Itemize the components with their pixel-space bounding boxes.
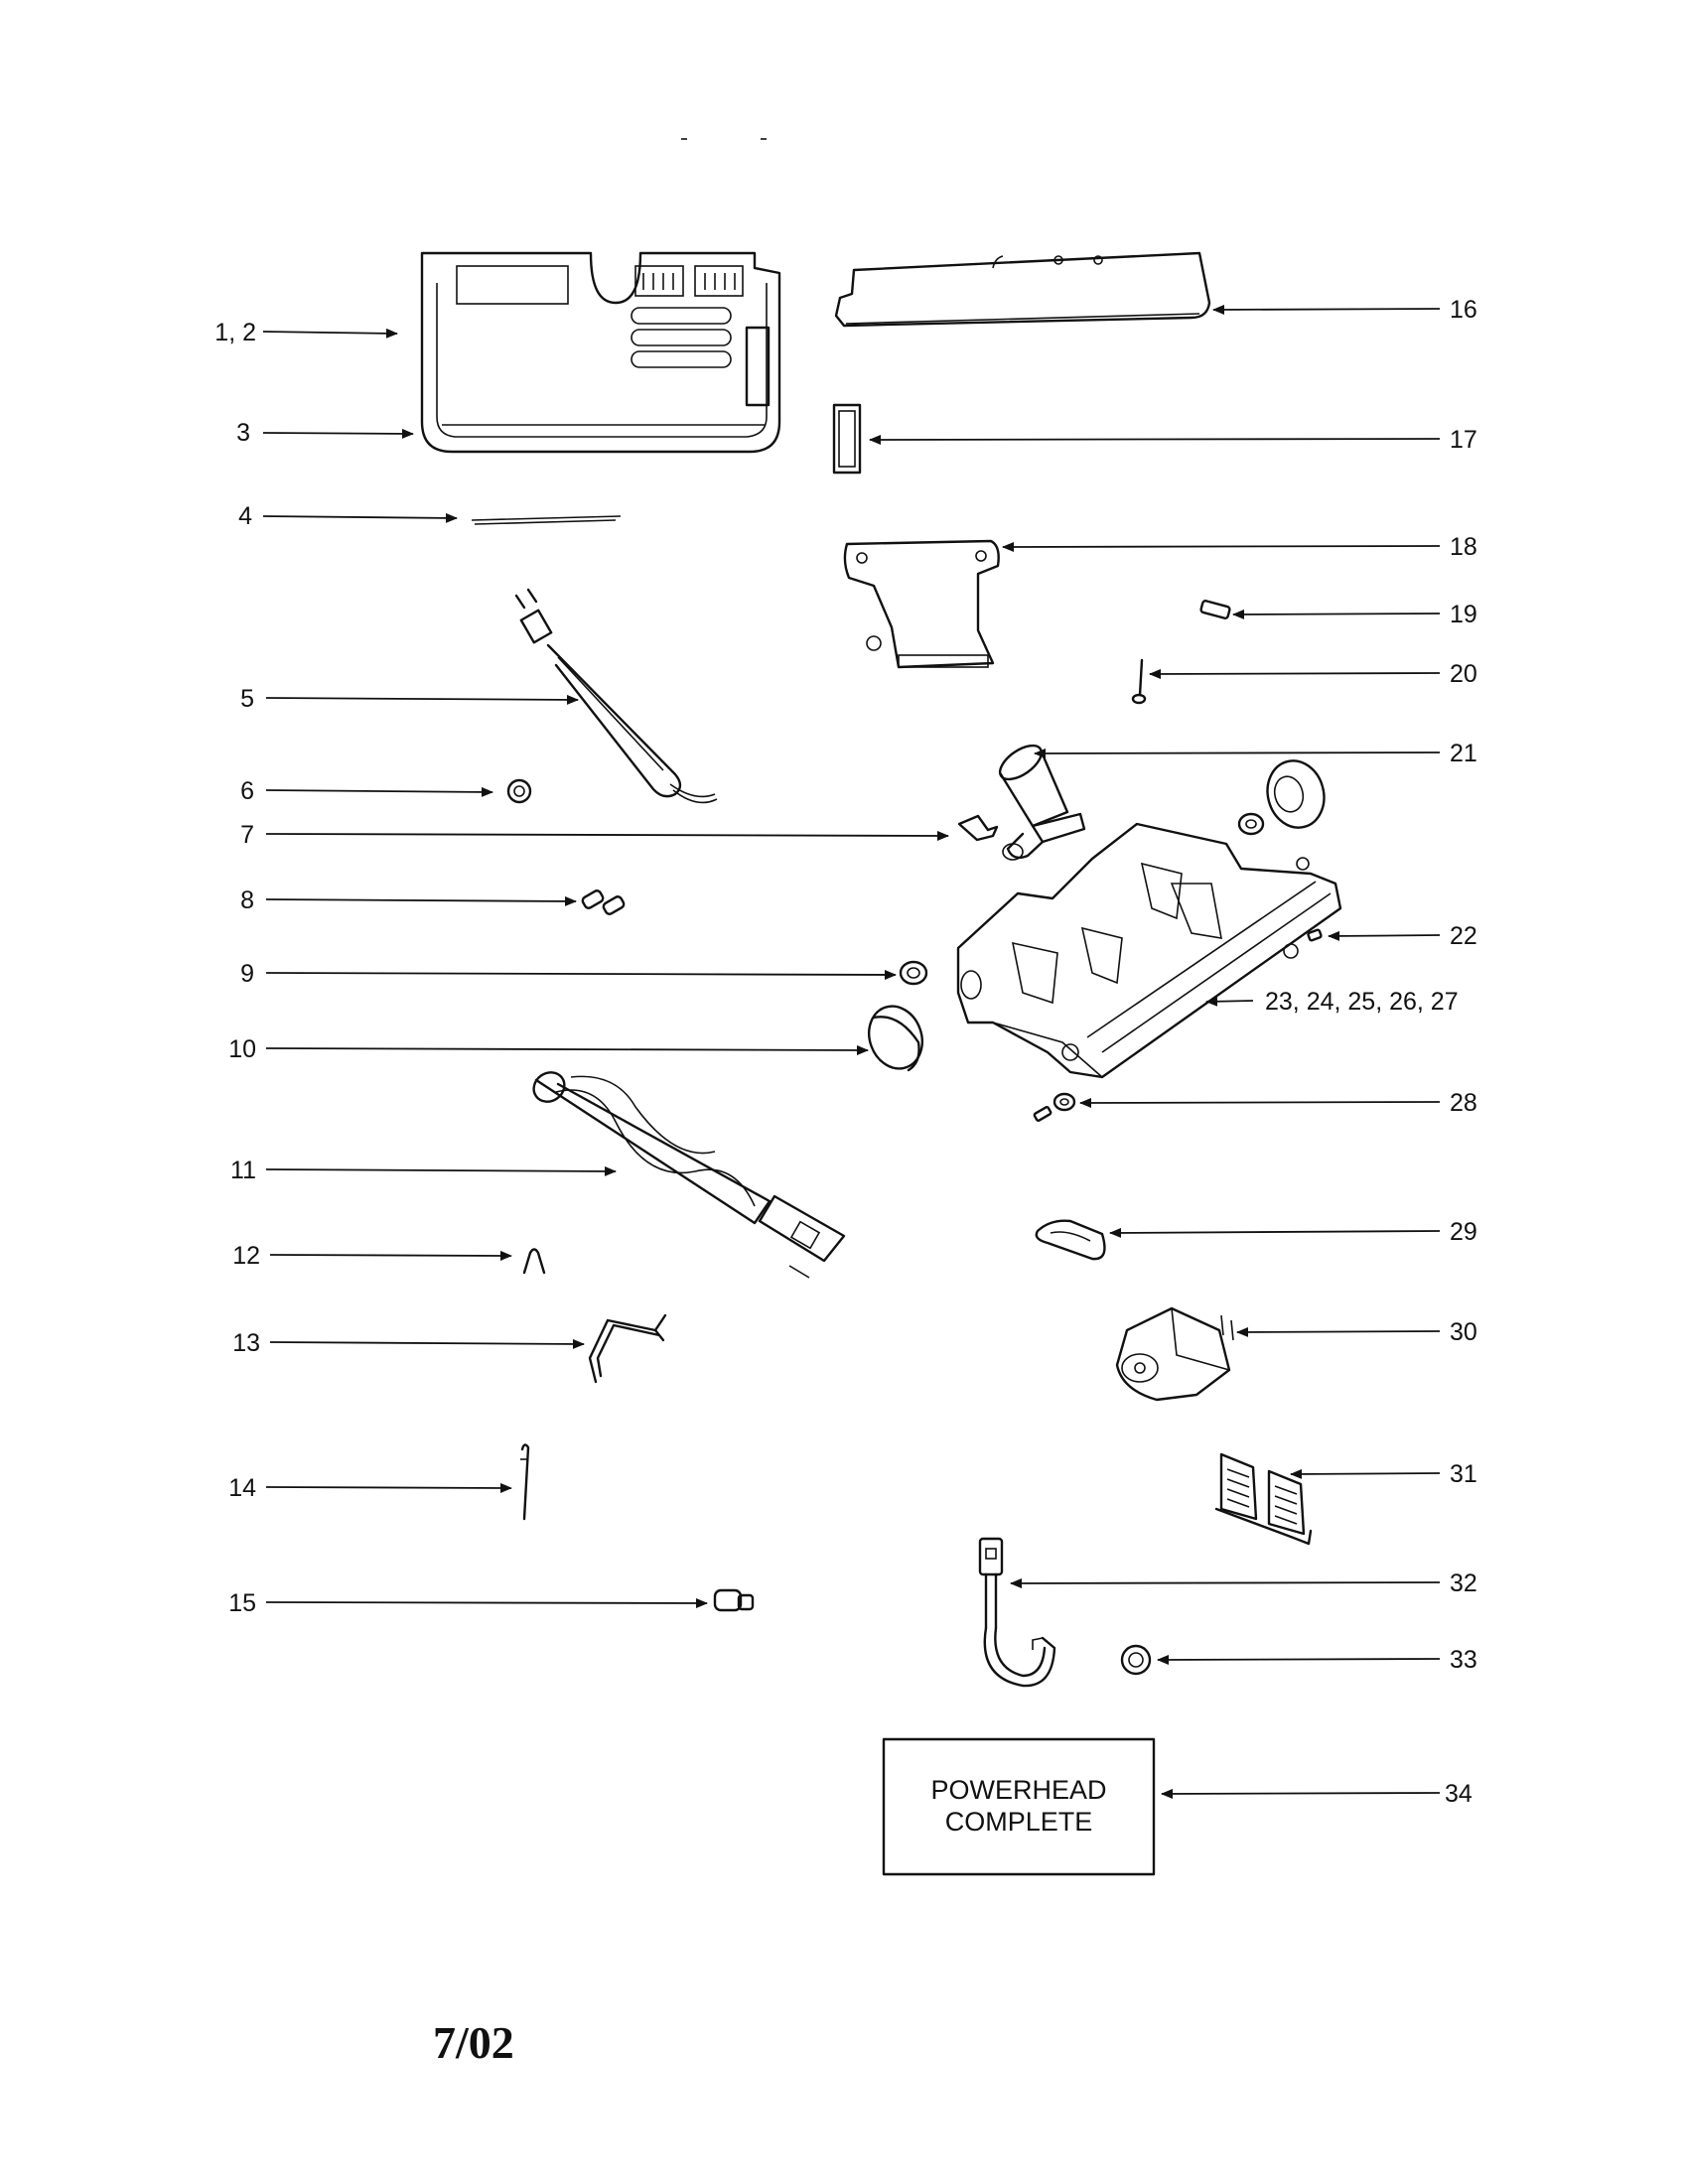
bearing-part-drawing [713, 1588, 755, 1612]
cord-part-drawing [514, 588, 718, 804]
neck-part-drawing [998, 744, 1086, 861]
callout-c28: 28 [1450, 1089, 1477, 1117]
leader-line-c4 [262, 512, 458, 523]
callout-c18: 18 [1450, 533, 1477, 561]
callout-c15: 15 [228, 1589, 256, 1617]
leader-lines [262, 328, 949, 1608]
callout-c29: 29 [1450, 1218, 1477, 1246]
nub-part-drawing [1307, 928, 1323, 942]
leader-line-c21 [1034, 748, 1441, 758]
powerhead-complete-box: POWERHEAD COMPLETE [882, 1737, 1156, 1876]
panel-part-drawing [843, 539, 1000, 669]
callout-c17: 17 [1450, 426, 1477, 454]
filter-part-drawing [1214, 1452, 1313, 1546]
leader-line-c3 [262, 428, 414, 439]
callout-c9: 9 [240, 960, 254, 988]
callout-c30: 30 [1450, 1318, 1477, 1346]
clip-part-drawing [957, 814, 999, 842]
nut-part-drawing [506, 778, 532, 804]
pin-part-drawing [520, 1443, 530, 1521]
leader-line-c1 [262, 328, 398, 339]
top-cover-part-drawing [834, 251, 1211, 328]
nut-screw-part-drawing [1033, 1092, 1076, 1122]
callout-c20: 20 [1450, 660, 1477, 688]
leader-line-c31 [1290, 1468, 1441, 1479]
callout-c31: 31 [1450, 1460, 1477, 1488]
lens-part-drawing [832, 403, 862, 475]
leader-line-c22 [1328, 930, 1441, 941]
motor-part-drawing [1115, 1306, 1234, 1402]
date-code: 7/02 [433, 2017, 514, 2068]
callout-c33: 33 [1450, 1646, 1477, 1674]
callout-c11: 11 [230, 1157, 256, 1184]
leader-line-c29 [1109, 1227, 1441, 1238]
base-housing-part-drawing [956, 822, 1342, 1079]
powerhead-complete-line1: POWERHEAD [930, 1775, 1106, 1805]
callout-c7: 7 [240, 821, 254, 849]
callout-c13: 13 [232, 1329, 260, 1357]
leader-line-c23 [1205, 996, 1254, 1007]
leader-line-c8 [265, 895, 577, 906]
leader-line-c20 [1149, 668, 1441, 679]
callout-c1: 1, 2 [214, 319, 256, 346]
callout-c19: 19 [1450, 601, 1477, 628]
callout-c34: 34 [1445, 1780, 1473, 1808]
callout-c12: 12 [232, 1242, 260, 1270]
callout-c16: 16 [1450, 296, 1477, 324]
leader-line-c10 [265, 1044, 869, 1055]
leader-line-c18 [1002, 541, 1441, 552]
callout-c6: 6 [240, 777, 254, 805]
screw-part-drawing [1131, 658, 1147, 705]
belt-part-drawing [1035, 1219, 1106, 1261]
powerhead-complete-line2: COMPLETE [945, 1807, 1093, 1837]
leader-line-c32 [1010, 1577, 1441, 1588]
wheel-part-drawing [1237, 759, 1326, 836]
washer-part-drawing [899, 960, 928, 986]
callout-c32: 32 [1450, 1570, 1477, 1597]
leader-lines-right [869, 304, 1441, 1799]
leader-line-c17 [869, 434, 1441, 445]
grommet-part-drawing [1120, 1644, 1152, 1676]
strip-part-drawing [471, 515, 622, 525]
hood-part-drawing [420, 251, 781, 454]
leader-line-c11 [265, 1165, 617, 1176]
callout-c22: 22 [1450, 922, 1477, 950]
leader-line-c7 [265, 830, 949, 841]
leader-line-c6 [265, 786, 493, 797]
leader-line-c33 [1157, 1654, 1441, 1665]
leader-line-c14 [265, 1482, 512, 1493]
hook-part-drawing [522, 1248, 546, 1275]
end-cap-part-drawing [868, 1005, 923, 1072]
callout-c14: 14 [228, 1474, 256, 1502]
leader-line-c12 [269, 1250, 512, 1261]
callout-c5: 5 [240, 685, 254, 713]
callout-labels: 1, 2 3 4 5 6 7 8 9 10 11 12 13 14 15 16 … [214, 296, 1477, 1808]
leader-line-c13 [269, 1338, 585, 1349]
callout-c8: 8 [240, 887, 254, 914]
callout-c10: 10 [228, 1035, 256, 1063]
leader-line-c28 [1079, 1097, 1441, 1108]
bracket-part-drawing [588, 1313, 667, 1384]
wire-lead-part-drawing [978, 1537, 1056, 1688]
small-pin-part-drawing [1199, 600, 1231, 619]
leader-line-c34 [1161, 1788, 1441, 1799]
brushroll-part-drawing [532, 1071, 846, 1279]
leader-line-c9 [265, 969, 897, 980]
callout-c4: 4 [238, 502, 252, 530]
callout-c3: 3 [236, 419, 250, 447]
leader-line-c16 [1212, 304, 1441, 315]
leader-line-c15 [265, 1597, 708, 1608]
callout-c21: 21 [1450, 740, 1477, 767]
leader-line-c5 [265, 694, 579, 705]
plugs-part-drawing [581, 889, 626, 915]
leader-line-c30 [1236, 1326, 1441, 1337]
callout-c23: 23, 24, 25, 26, 27 [1265, 988, 1459, 1016]
